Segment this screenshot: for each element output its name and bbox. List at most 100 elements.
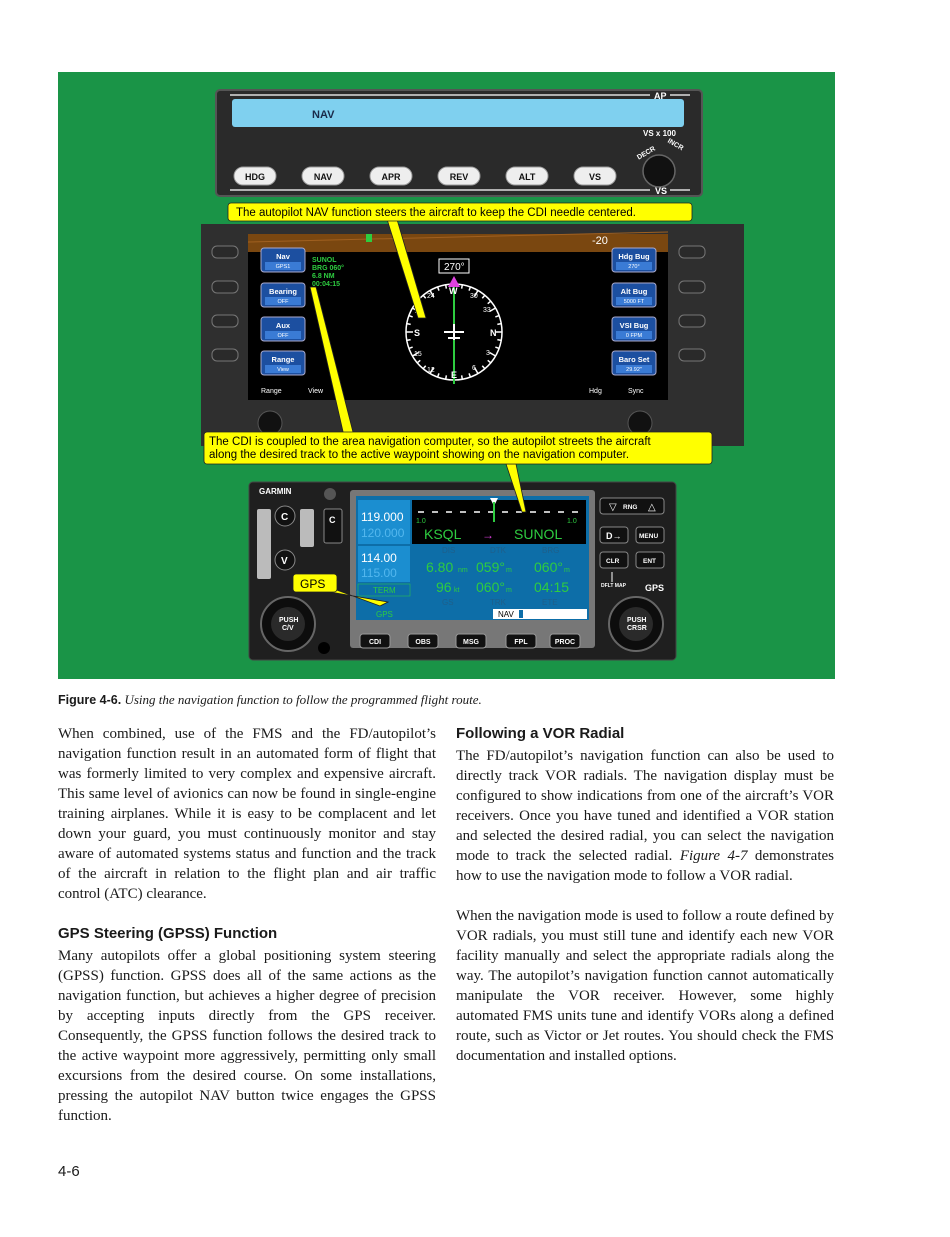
ap-nav-button[interactable] [301,166,345,186]
compass-tick [495,346,500,350]
callout-top: The autopilot NAV function steers the ai… [227,202,693,222]
pfd-left-softkey-title-2: Aux [276,321,291,330]
clr-button[interactable] [599,551,629,569]
com-active: 119.000 [361,510,404,524]
heading-box-value: 270° [444,262,465,273]
compass-tick [497,322,502,326]
gps-softkey-msg[interactable] [455,633,487,649]
ap-alt-button[interactable] [505,166,549,186]
compass-3: 3 [486,350,490,357]
sync-label-left: Hdg [589,388,602,395]
compass-tick [429,367,435,374]
compass-tick [408,314,413,318]
nav-volume-knob[interactable] [274,549,296,571]
ent-button[interactable] [635,551,665,569]
ent-label: ENT [643,558,656,565]
right-p1-before: The FD/autopilot’s navigation function c… [456,748,834,864]
ap-hdg-label: HDG [245,172,265,182]
compass-tick [487,300,492,305]
compass-15: 15 [414,351,422,358]
gps-softkey-label-fpl: FPL [514,639,528,646]
to-waypoint: SUNOL [514,526,562,542]
pfd-right-bezel-key-3[interactable] [678,348,706,362]
ap-mode-display [232,99,684,127]
compass-12: 12 [427,367,435,374]
callout-gps-text: GPS [300,577,325,591]
compass-tick [436,286,440,291]
compass-6: 6 [472,365,476,372]
gps-hdr1-dtk: DTK [490,546,507,555]
gps-softkey-label-obs: OBS [415,639,431,646]
gps-softkey-fpl[interactable] [505,633,537,649]
gps-row1-unit-0: nm [458,567,468,574]
heading-box [438,258,470,274]
vs-knob[interactable] [642,154,676,188]
compass-tick [495,314,500,318]
pfd-right-softkey-value-2: 0 FPM [626,333,643,339]
compass-24: 24 [427,293,435,300]
pfd-left-softkey-value-0: GPS1 [276,264,291,270]
ap-vs-button[interactable] [573,166,617,186]
callout-mid-line1: The CDI is coupled to the area navigatio… [209,436,652,448]
pfd-left-softkey-value-1: OFF [278,299,290,305]
pfd-right-bezel-key-0[interactable] [678,245,706,259]
rng-button[interactable] [599,497,665,515]
pfd-info-time: 00:04:15 [312,281,340,288]
gps-hdr2-trk: TRK [490,598,507,607]
pfd-left-bezel-key-2[interactable] [211,314,239,328]
com-flip-button[interactable] [323,508,343,544]
term-label: TERM [373,586,396,595]
nav-active: 114.00 [361,551,397,565]
hsi-compass: 270° W S N E 30 33 3 6 12 15 21 24 [405,258,503,384]
pfd-right-softkey-title-3: Baro Set [619,355,650,364]
right-paragraph-1: The FD/autopilot’s navigation function c… [456,746,834,886]
rng-down-icon: ▽ [609,502,617,513]
ap-rev-button[interactable] [437,166,481,186]
hdg-knob[interactable] [627,410,653,436]
compass-tick [473,367,479,374]
compass-tick [460,284,464,289]
pfd-right-softkey-title-2: VSI Bug [620,321,649,330]
pfd-right-bezel-key-1[interactable] [678,280,706,294]
pfd-right-bezel-key-2[interactable] [678,314,706,328]
callout-gps: GPS [292,573,338,593]
gps-row2-unit-0: kt [454,587,460,594]
pfd-bezel: -20 270° W S N E 30 33 3 6 12 15 21 24 S… [201,224,744,446]
route-arrow: → [482,528,494,542]
figure-4-7-reference[interactable]: Figure 4-7 [679,848,748,864]
ap-apr-button[interactable] [369,166,413,186]
callout-middle: The CDI is coupled to the area navigatio… [203,431,713,465]
pfd-left-bezel-key-1[interactable] [211,280,239,294]
compass-30: 30 [470,293,478,300]
com-volume-knob[interactable] [274,505,296,527]
menu-button[interactable] [635,526,665,544]
gps-unit: GARMIN 119.000 120.000 114.00 115.00 TER… [248,481,677,661]
gps-hdr1-brg: BRG [542,546,559,555]
dflt-map-label: DFLT MAP [601,583,627,589]
from-waypoint: KSQL [424,526,462,542]
ap-hdg-button[interactable] [233,166,277,186]
gps-row1-unit-2: m [564,567,570,574]
range-knob[interactable] [257,410,283,436]
ap-mode-text: NAV [312,109,335,121]
pfd-left-bezel-key-3[interactable] [211,348,239,362]
gps-softkey-obs[interactable] [407,633,439,649]
gps-row1-unit-1: m [506,567,512,574]
direct-to-button[interactable] [599,526,629,544]
gps-softkey-proc[interactable] [549,633,581,649]
pfd-left-bezel-key-0[interactable] [211,245,239,259]
compass-tick [468,373,472,378]
right-column: Following a VOR Radial The FD/autopilot’… [456,724,834,1086]
compass-tick [444,375,448,380]
ap-nav-label: NAV [314,172,332,182]
gps-softkey-cdi[interactable] [359,633,391,649]
pfd-left-softkey-title-3: Range [272,355,295,364]
pfd-info-bearing: BRG 060° [312,264,344,272]
aircraft-symbol [444,324,464,340]
gps-mode: GPS [376,610,393,619]
gps-row2-value-2: 04:15 [534,579,569,595]
right-p1-after: demonstrates how to use the navigation m… [456,848,834,884]
menu-label: MENU [639,533,658,540]
